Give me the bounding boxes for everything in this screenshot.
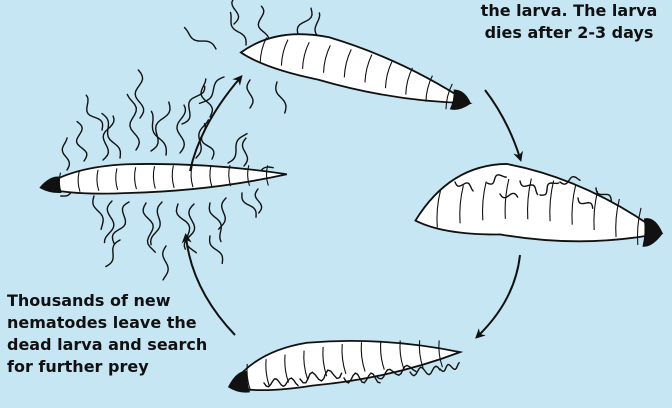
nematode (185, 28, 217, 50)
nematode (77, 122, 87, 161)
larva-outline (239, 17, 477, 116)
nematode (102, 114, 120, 159)
nematode (112, 202, 129, 243)
nematode (143, 203, 155, 252)
nematode (219, 198, 226, 229)
arrow-top-to-right (485, 90, 520, 158)
caption-infection-line-2: dies after 2-3 days (474, 22, 664, 44)
nematode (276, 82, 286, 113)
nematode (86, 95, 102, 130)
nematode (127, 95, 139, 151)
caption-release-line-4: for further prey (7, 356, 207, 378)
larva-left (39, 70, 287, 280)
nematode (228, 134, 247, 163)
arrow-right-to-bottom (478, 255, 520, 336)
nematode (177, 105, 185, 153)
nematode (62, 138, 69, 170)
nematode (232, 0, 241, 24)
nematode (106, 240, 120, 267)
caption-release-line-3: dead larva and search (7, 334, 207, 356)
caption-infection-line-1: the larva. The larva (474, 0, 664, 22)
larva-right (415, 156, 667, 250)
caption-infection: the larva. The larva dies after 2-3 days (474, 0, 664, 44)
larva-outline (415, 156, 666, 250)
nematode (163, 246, 169, 280)
nematode (440, 363, 459, 372)
caption-release-line-2: nematodes leave the (7, 312, 207, 334)
caption-release-line-1: Thousands of new (7, 290, 207, 312)
nematode (255, 189, 261, 213)
nematode (200, 77, 225, 103)
nematode (202, 124, 214, 159)
nematode (247, 80, 253, 108)
nematode (93, 196, 103, 229)
caption-release: Thousands of new nematodes leave the dea… (7, 290, 207, 378)
larva-bottom (224, 324, 462, 396)
nematode (151, 102, 170, 151)
larva-top (185, 0, 478, 117)
nematode (243, 138, 248, 166)
larva-outline (226, 324, 462, 395)
larva-head (40, 177, 61, 193)
larva-head (227, 371, 249, 394)
larva-head (642, 218, 663, 247)
nematode (209, 203, 221, 242)
larva-body (39, 159, 287, 196)
nematode (242, 193, 256, 217)
